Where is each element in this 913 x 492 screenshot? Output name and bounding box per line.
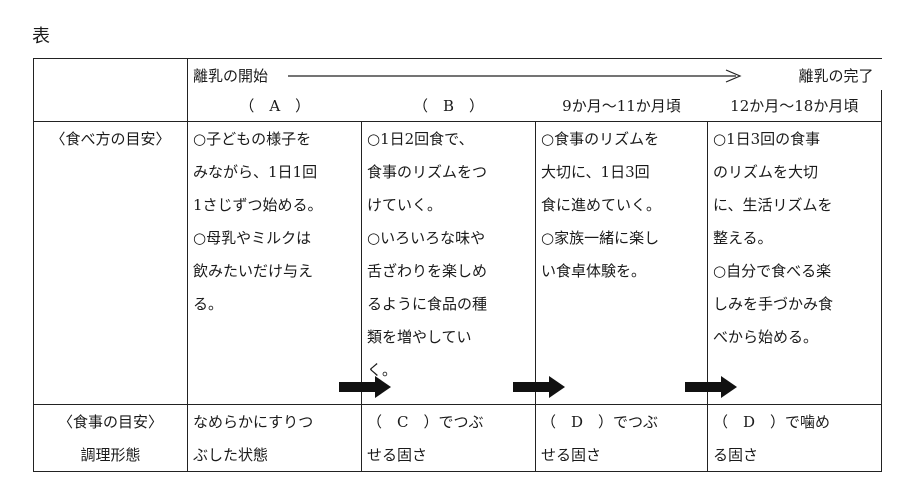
header-row-progress: 離乳の開始 離乳の完了	[33, 58, 882, 90]
text-line: 舌ざわりを楽しめ	[367, 262, 488, 280]
eating-guide-cell-9-11: ○食事のリズムを 大切に、1日3回 食に進めていく。 ○家族一緒に楽し い食卓体…	[535, 121, 737, 405]
table-caption: 表	[32, 26, 50, 47]
text-line: 食に進めていく。	[541, 196, 662, 214]
text-line: く。	[367, 361, 398, 379]
text-line: ○1日3回の食事	[713, 130, 821, 148]
progress-arrow	[288, 69, 742, 83]
weaning-table: 離乳の開始 離乳の完了 （ A ） （ B ） 9か月～11か月頃 12か月～1…	[33, 58, 882, 472]
period-9-11: 9か月～11か月頃	[535, 90, 708, 122]
header-empty-cell	[33, 58, 188, 90]
eating-guide-row: 〈食べ方の目安〉 ○子どもの様子を みながら、1日1回 1さじずつ始める。 ○母…	[33, 121, 882, 405]
text-line: 1さじずつ始める。	[193, 196, 323, 214]
text-line: けていく。	[367, 196, 443, 214]
period-12-18: 12か月～18か月頃	[707, 90, 882, 122]
meal-guide-cell-9-11: （ D ）でつぶ せる固さ	[535, 404, 708, 472]
text-line: ○1日2回食で、	[367, 130, 474, 148]
meal-guide-label-line2: 調理形態	[80, 446, 141, 464]
text-line: ○家族一緒に楽し	[541, 229, 660, 247]
meal-guide-label-line1: 〈食事の目安〉	[57, 413, 163, 431]
text-line: い食卓体験を。	[541, 262, 647, 280]
period-b: （ B ）	[361, 90, 536, 122]
text-line: せる固さ	[541, 446, 602, 464]
meal-guide-cell-a: なめらかにすりつ ぶした状態	[187, 404, 362, 472]
text-line: のリズムを大切	[713, 163, 819, 181]
header-row-periods: （ A ） （ B ） 9か月～11か月頃 12か月～18か月頃	[33, 90, 882, 122]
end-label: 離乳の完了	[798, 67, 874, 85]
eating-guide-cell-12-18: ○1日3回の食事 のリズムを大切 に、生活リズムを 整える。 ○自分で食べる楽 …	[707, 121, 882, 405]
text-line: る固さ	[713, 446, 759, 464]
arrow-right-icon	[339, 376, 391, 398]
text-line: ○自分で食べる楽	[713, 262, 832, 280]
period-a: （ A ）	[187, 90, 362, 122]
text-line: 類を増やしてい	[367, 328, 472, 346]
text-line: べから始める。	[713, 328, 819, 346]
eating-guide-label: 〈食べ方の目安〉	[33, 121, 188, 405]
text-line: 飲みたいだけ与え	[193, 262, 314, 280]
text-line: に、生活リズムを	[713, 196, 833, 214]
text-line: 大切に、1日3回	[541, 163, 650, 181]
text-line: ぶした状態	[193, 446, 269, 464]
text-line: 整える。	[713, 229, 773, 247]
text-line: なめらかにすりつ	[193, 413, 314, 431]
text-line: ○母乳やミルクは	[193, 229, 312, 247]
text-line: しみを手づかみ食	[713, 295, 834, 313]
meal-guide-row: 〈食事の目安〉 調理形態 なめらかにすりつ ぶした状態 （ C ）でつぶ せる固…	[33, 404, 882, 472]
eating-guide-cell-a: ○子どもの様子を みながら、1日1回 1さじずつ始める。 ○母乳やミルクは 飲み…	[187, 121, 391, 405]
text-line: ○食事のリズムを	[541, 130, 660, 148]
start-label: 離乳の開始	[193, 67, 269, 85]
text-line: みながら、1日1回	[193, 163, 318, 181]
text-line: せる固さ	[367, 446, 428, 464]
text-line: ○子どもの様子を	[193, 130, 312, 148]
text-line: ○いろいろな味や	[367, 229, 486, 247]
header-empty-cell-2	[33, 90, 188, 122]
arrow-right-icon	[685, 376, 737, 398]
text-line: （ C ）でつぶ	[367, 413, 484, 431]
text-line: る。	[193, 295, 224, 313]
text-line: 食事のリズムをつ	[367, 163, 488, 181]
text-line: （ D ）で噛め	[713, 413, 831, 431]
eating-guide-cell-b: ○1日2回食で、 食事のリズムをつ けていく。 ○いろいろな味や 舌ざわりを楽し…	[361, 121, 565, 405]
progress-header-cell: 離乳の開始 離乳の完了	[187, 58, 882, 90]
text-line: （ D ）でつぶ	[541, 413, 659, 431]
arrow-right-icon	[513, 376, 565, 398]
meal-guide-cell-b: （ C ）でつぶ せる固さ	[361, 404, 536, 472]
meal-guide-cell-12-18: （ D ）で噛め る固さ	[707, 404, 882, 472]
meal-guide-label: 〈食事の目安〉 調理形態	[33, 404, 188, 472]
text-line: るように食品の種	[367, 295, 488, 313]
